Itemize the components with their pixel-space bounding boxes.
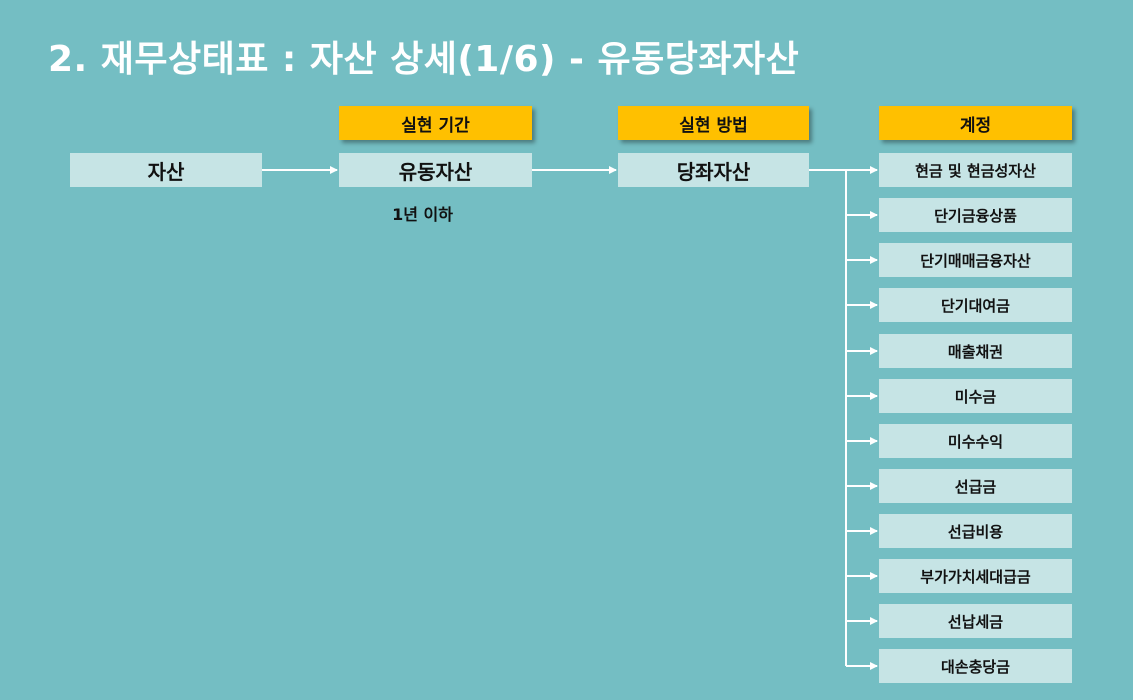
header-method: 실현 방법 — [618, 106, 809, 140]
account-item: 현금 및 현금성자산 — [879, 153, 1072, 187]
account-item: 매출채권 — [879, 334, 1072, 368]
header-period: 실현 기간 — [339, 106, 532, 140]
node-asset: 자산 — [70, 153, 262, 187]
account-item: 선급비용 — [879, 514, 1072, 548]
account-item: 대손충당금 — [879, 649, 1072, 683]
account-item: 미수금 — [879, 379, 1072, 413]
account-item: 단기매매금융자산 — [879, 243, 1072, 277]
account-item: 부가가치세대급금 — [879, 559, 1072, 593]
page-title: 2. 재무상태표 : 자산 상세(1/6) - 유동당좌자산 — [48, 39, 800, 80]
header-account: 계정 — [879, 106, 1072, 140]
node-current-asset: 유동자산 — [339, 153, 532, 187]
account-item: 선납세금 — [879, 604, 1072, 638]
period-note: 1년 이하 — [392, 205, 453, 224]
account-item: 선급금 — [879, 469, 1072, 503]
account-item: 미수수익 — [879, 424, 1072, 458]
account-item: 단기대여금 — [879, 288, 1072, 322]
node-quick-asset: 당좌자산 — [618, 153, 809, 187]
account-item: 단기금융상품 — [879, 198, 1072, 232]
